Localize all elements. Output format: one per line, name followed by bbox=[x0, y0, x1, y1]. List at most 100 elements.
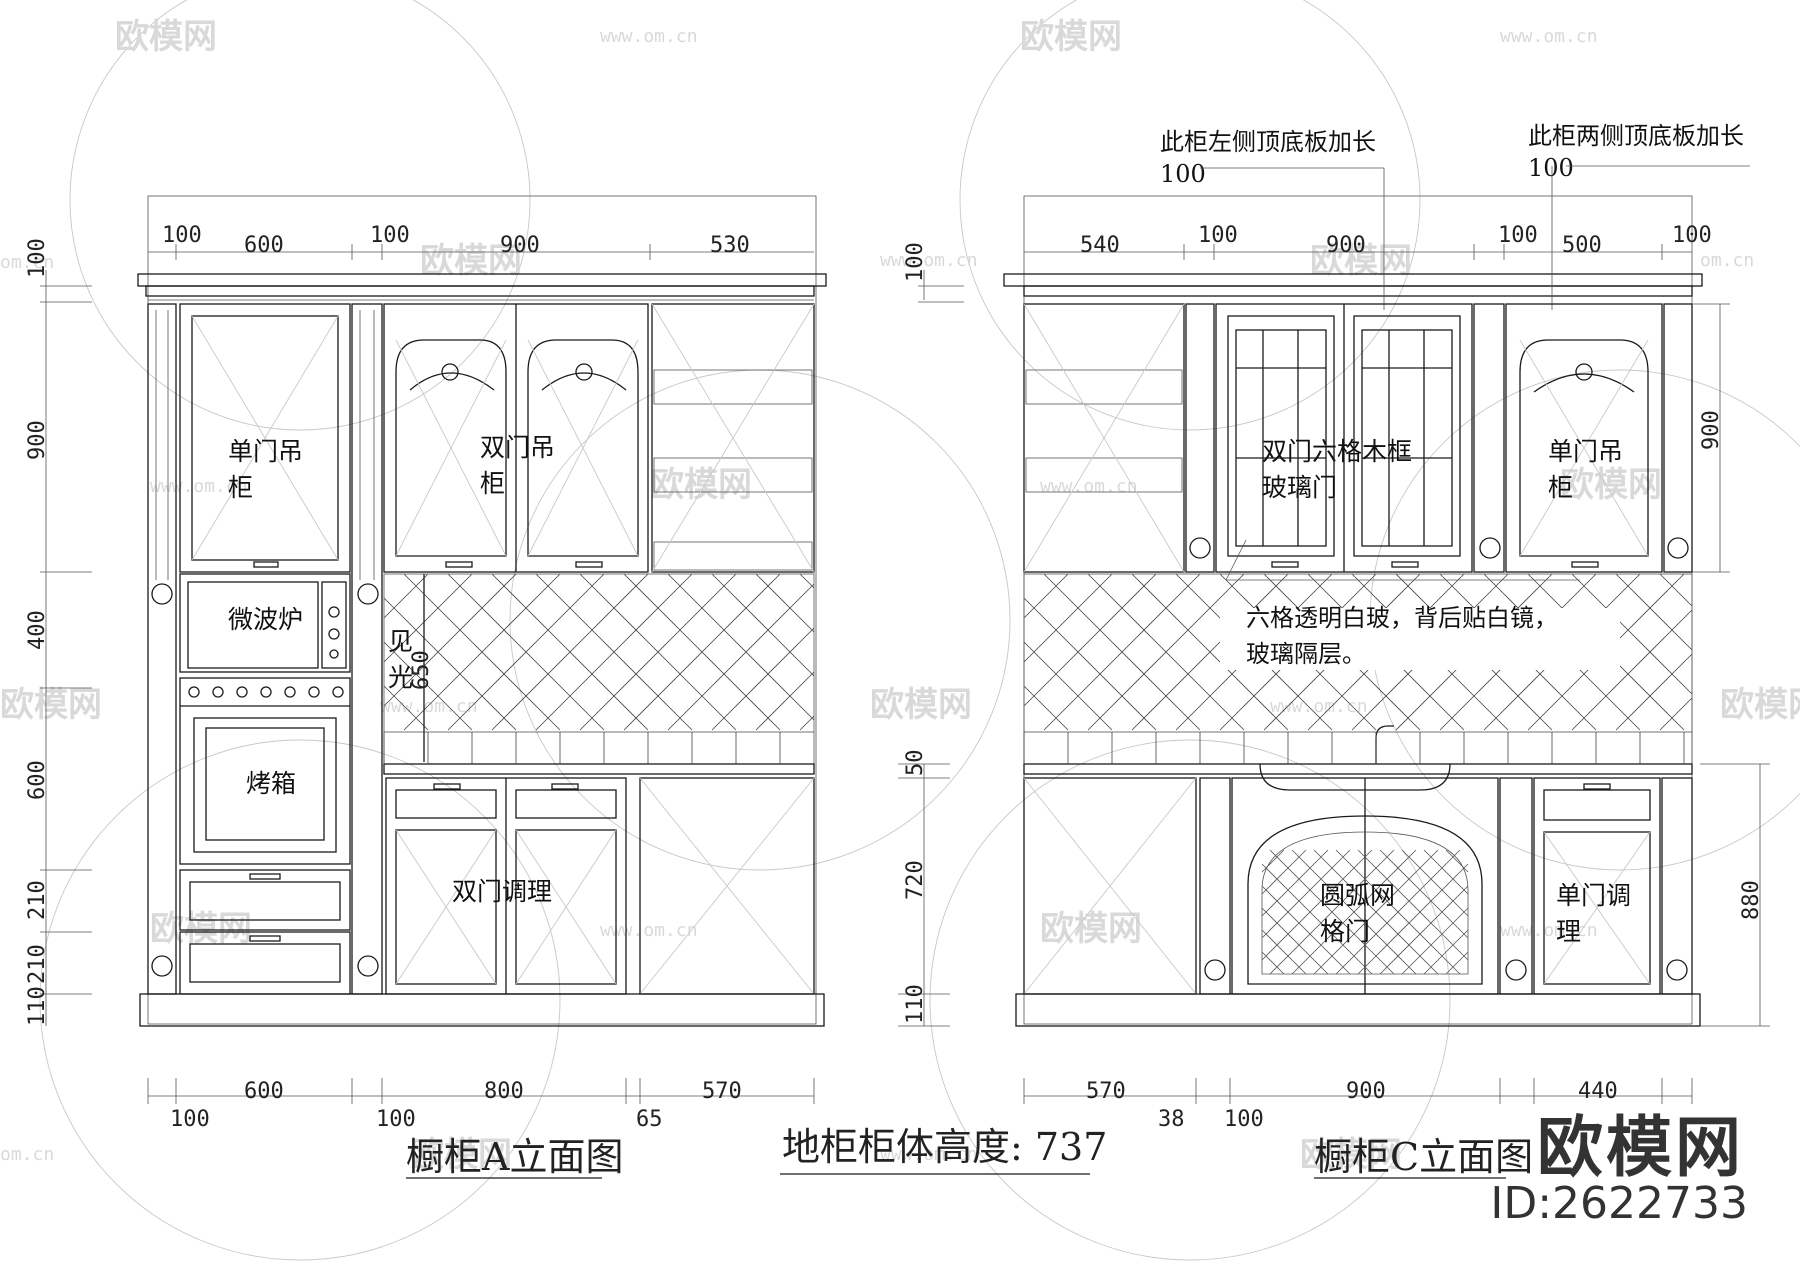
tile-line bbox=[1023, 685, 1069, 731]
label-double-wall-cabinet-2: 柜 bbox=[480, 469, 505, 498]
bottom-dimensions-a: 600 800 570 100 100 65 bbox=[147, 1078, 815, 1132]
brand-id: ID:2622733 bbox=[1490, 1178, 1748, 1229]
note-glass: 六格透明白玻，背后贴白镜， bbox=[1246, 604, 1558, 632]
microwave bbox=[187, 581, 319, 669]
label-double-wall-cabinet: 双门吊 bbox=[480, 433, 555, 462]
left-dimensions-a: 100 900 400 600 210 210 110 bbox=[25, 238, 92, 1026]
tile-line bbox=[1261, 849, 1285, 873]
tile-line bbox=[1261, 849, 1329, 917]
note-left-top: 此柜左侧顶底板加长 bbox=[1160, 128, 1376, 156]
tile-line bbox=[383, 641, 473, 731]
top-dimensions-a: 100 600 100 900 530 bbox=[148, 223, 814, 260]
tile-line bbox=[1615, 653, 1693, 731]
countertop-a bbox=[383, 763, 815, 775]
dim-bottom-c-1: 570 bbox=[1086, 1079, 1126, 1104]
tile-line bbox=[1615, 573, 1693, 651]
dim-650: 650 bbox=[409, 650, 434, 690]
mesh-grid bbox=[1261, 849, 1469, 975]
watermark-logo: 欧模网 bbox=[1040, 909, 1142, 949]
watermark-logo: 欧模网 bbox=[0, 685, 102, 725]
crown-molding-lower bbox=[145, 285, 815, 297]
pilaster-mid bbox=[351, 303, 383, 995]
tile-line bbox=[667, 583, 815, 731]
dim-left-a-3: 400 bbox=[25, 610, 50, 650]
label-arch-door: 圆弧网 bbox=[1320, 881, 1395, 910]
sink bbox=[1259, 763, 1451, 791]
plinth-c bbox=[1015, 993, 1701, 1027]
label-single-wall-cabinet: 单门吊 bbox=[228, 437, 303, 466]
backsplash-tiles-a bbox=[383, 573, 815, 765]
label-glass-door-2: 玻璃门 bbox=[1262, 473, 1337, 502]
note-glass-2: 玻璃隔层。 bbox=[1246, 640, 1366, 668]
brand-logo: 欧模网 bbox=[1537, 1109, 1744, 1186]
countertop-c bbox=[1023, 763, 1693, 775]
tile-line bbox=[1423, 849, 1469, 895]
watermark-logo: 欧模网 bbox=[150, 909, 252, 949]
tile-line bbox=[799, 573, 815, 589]
watermark-url: www.om.cn bbox=[600, 920, 698, 941]
dim-top-c-4: 100 bbox=[1498, 223, 1538, 248]
watermark-url: om.cn bbox=[0, 1144, 54, 1165]
label-see-light-2: 光 bbox=[388, 663, 413, 692]
dim-left-c-3: 720 bbox=[903, 860, 928, 900]
dim-bottom-a-3: 570 bbox=[702, 1079, 742, 1104]
drawer-upper bbox=[179, 869, 351, 931]
tile-line bbox=[1401, 907, 1469, 975]
right-dimensions-c: 900 880 bbox=[1692, 303, 1770, 1027]
dim-bottom-c-2: 900 bbox=[1346, 1079, 1386, 1104]
tile-line bbox=[1357, 863, 1469, 975]
dim-bottom-a-1: 600 bbox=[244, 1079, 284, 1104]
watermark-url: om.cn bbox=[0, 252, 54, 273]
watermark-logo: 欧模网 bbox=[1300, 1135, 1402, 1175]
pilaster-left bbox=[147, 303, 177, 995]
label-single-prep-2: 理 bbox=[1556, 917, 1581, 946]
tile-line bbox=[755, 573, 815, 633]
tile-line bbox=[1379, 849, 1469, 939]
label-single-wall-cabinet-2: 柜 bbox=[228, 473, 253, 502]
dim-right-c-1: 900 bbox=[1699, 410, 1724, 450]
label-microwave: 微波炉 bbox=[228, 605, 303, 634]
watermark-logo: 欧模网 bbox=[1020, 17, 1122, 57]
tile-line bbox=[447, 573, 605, 731]
dim-top-a-3: 100 bbox=[370, 223, 410, 248]
handle bbox=[253, 561, 279, 568]
dim-bottom-c-small-2: 100 bbox=[1224, 1107, 1264, 1132]
dim-bottom-a-2: 800 bbox=[484, 1079, 524, 1104]
tile-line bbox=[383, 597, 517, 731]
dim-left-c-1: 100 bbox=[903, 242, 928, 282]
tile-line bbox=[755, 671, 815, 731]
dim-top-c-5: 500 bbox=[1562, 233, 1602, 258]
label-arch-door-2: 格门 bbox=[1320, 917, 1370, 946]
center-caption: 地柜柜体高度: 737 bbox=[782, 1125, 1107, 1169]
oven-cabinet bbox=[179, 677, 351, 865]
watermark-url: www.om.cn bbox=[1270, 696, 1368, 717]
tile-line bbox=[799, 715, 815, 731]
dim-top-a-2: 600 bbox=[244, 233, 284, 258]
tile-line bbox=[383, 573, 473, 663]
dim-top-a-5: 530 bbox=[710, 233, 750, 258]
watermark-url: www.om.cn bbox=[1040, 476, 1138, 497]
tile-line bbox=[1335, 849, 1461, 975]
dim-top-c-3: 900 bbox=[1326, 233, 1366, 258]
dim-left-c-4: 110 bbox=[903, 984, 928, 1024]
tile-line bbox=[579, 573, 737, 731]
tile-line bbox=[1023, 573, 1113, 663]
watermark-url: om.cn bbox=[1700, 250, 1754, 271]
tile-line bbox=[1023, 573, 1069, 619]
watermark-url: www.om.cn bbox=[150, 476, 248, 497]
watermark-logo: 欧模网 bbox=[115, 17, 217, 57]
tile-line bbox=[1401, 849, 1469, 917]
top-dimensions-c: 540 100 900 100 500 100 bbox=[1024, 223, 1712, 260]
tile-line bbox=[1043, 573, 1201, 731]
dim-bottom-c-3: 440 bbox=[1578, 1079, 1618, 1104]
plinth-a bbox=[139, 993, 825, 1027]
tile-line bbox=[1659, 573, 1693, 607]
watermark-url: www.om.cn bbox=[1500, 26, 1598, 47]
watermark-url: www.om.cn bbox=[880, 1144, 978, 1165]
tile-line bbox=[1261, 863, 1373, 975]
dim-left-a-2: 900 bbox=[25, 420, 50, 460]
oven bbox=[193, 717, 337, 853]
tile-line bbox=[1261, 907, 1329, 975]
label-oven: 烤箱 bbox=[246, 769, 296, 798]
tile-line bbox=[1261, 849, 1373, 961]
